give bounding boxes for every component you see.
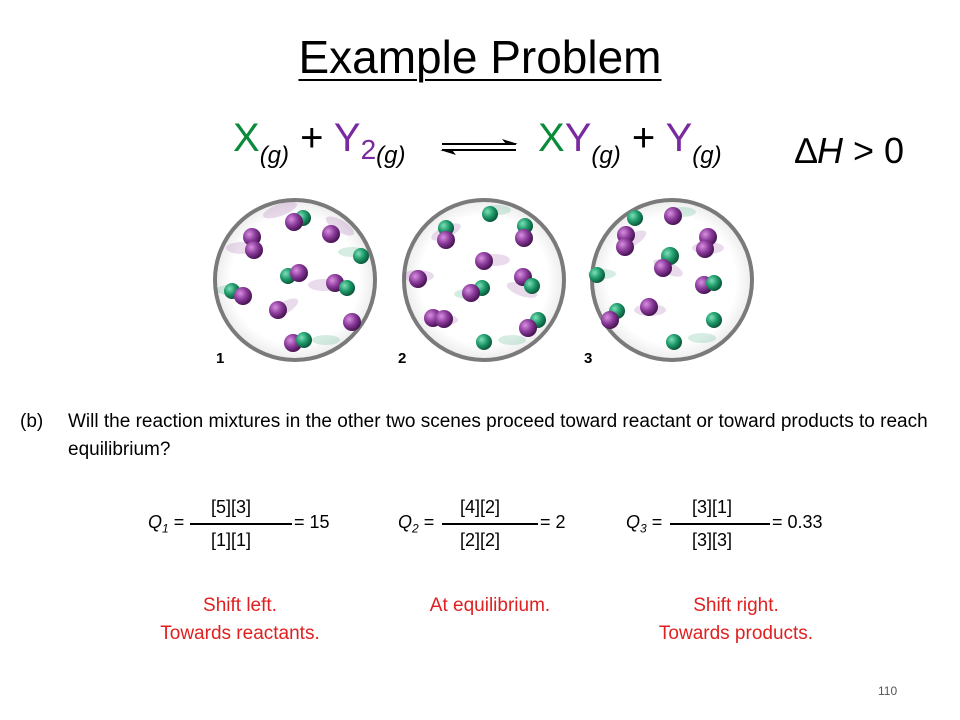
q1-fraction-bar [190,523,292,525]
q3-fraction-bar [670,523,770,525]
scene-label-2: 2 [398,350,406,367]
scene-3 [588,198,754,362]
page-number: 110 [878,684,898,698]
q3-numerator: [3][1] [692,497,733,517]
conclusion-2: At equilibrium. [380,592,600,620]
species-x: X [233,116,260,160]
conclusion-1: Shift left. Towards reactants. [130,592,350,648]
q3-result: = 0.33 [772,512,823,532]
species-y-of-xy: Y [564,116,592,160]
question-label: (b) [20,411,44,432]
q1-denominator: [1][1] [211,530,252,550]
conclusion-3: Shift right. Towards products. [626,592,846,648]
plus-sign: + [300,116,324,160]
products: XY(g) + Y(g) [538,116,722,168]
question-text: Will the reaction mixtures in the other … [68,411,928,460]
reactants: X(g) + Y2(g) [233,116,406,168]
species-y2: Y [333,116,361,160]
conclusion-3-line-2: Towards products. [658,623,814,644]
phase-xy: (g) [591,142,621,169]
scene-2 [402,198,566,362]
species-y: Y [665,116,693,160]
phase-x: (g) [259,142,290,169]
conclusion-3-line-1: Shift right. [693,595,779,616]
scene-1 [213,198,377,362]
subscript-2: 2 [360,134,377,165]
q2-denominator: [2][2] [460,530,501,550]
equilibrium-arrows-icon [440,139,518,155]
molecular-scenes: 1 2 3 [213,198,754,367]
species-x-of-xy: X [538,116,565,160]
enthalpy-change: ∆H > 0 [795,130,905,171]
q2-result: = 2 [540,512,566,532]
scene-label-3: 3 [584,350,592,367]
conclusion-1-line-2: Towards reactants. [160,623,320,644]
phase-y: (g) [692,142,722,169]
q2-numerator: [4][2] [460,497,501,517]
conclusion-1-line-1: Shift left. [203,595,277,616]
scene-label-1: 1 [216,350,224,367]
q1-label: Q1 = [148,512,185,536]
plus-sign: + [631,116,656,160]
q1-numerator: [5][3] [211,497,252,517]
conclusion-2-line-1: At equilibrium. [429,595,551,616]
q3-label: Q3 = [626,512,663,536]
q2-label: Q2 = [398,512,435,536]
q1-result: = 15 [294,512,330,532]
slide-title: Example Problem [298,31,662,83]
phase-y2: (g) [376,142,406,169]
q2-fraction-bar [442,523,538,525]
q3-denominator: [3][3] [692,530,733,550]
